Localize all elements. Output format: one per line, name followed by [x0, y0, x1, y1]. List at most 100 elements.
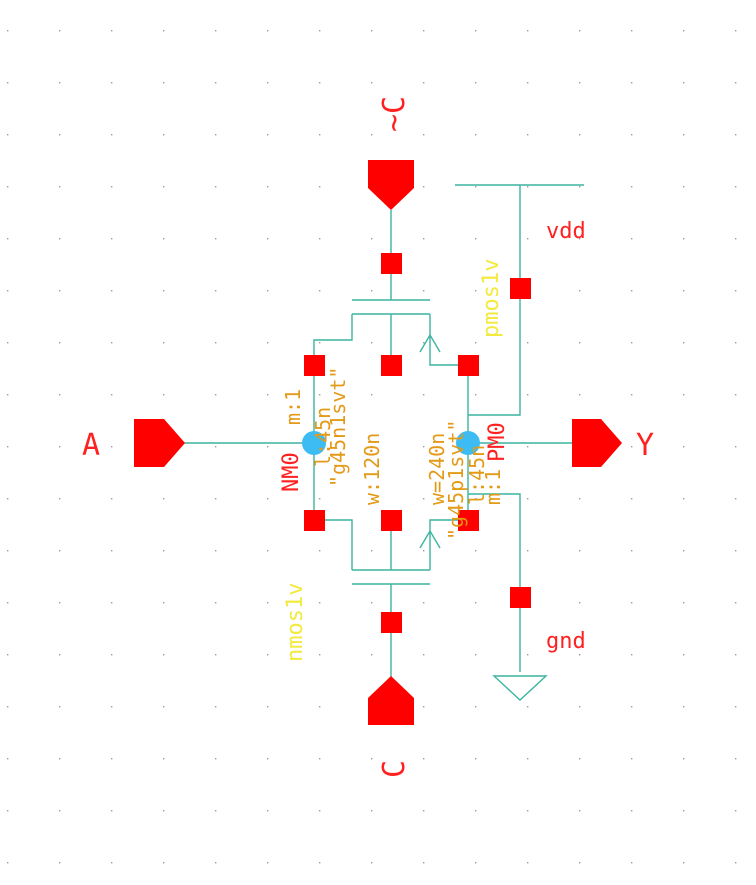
grid-dot: [319, 602, 321, 604]
grid-dot: [267, 30, 269, 32]
grid-dot: [267, 394, 269, 396]
grid-dot: [163, 186, 165, 188]
grid-dot: [683, 654, 685, 656]
grid-dot: [7, 238, 9, 240]
grid-dot: [631, 82, 633, 84]
grid-dot: [371, 446, 373, 448]
grid-dot: [631, 498, 633, 500]
grid-dot: [579, 82, 581, 84]
grid-dot: [7, 186, 9, 188]
nmos-model-label: nmos1v: [283, 583, 308, 662]
grid-dot: [111, 706, 113, 708]
grid-dot: [579, 498, 581, 500]
grid-dot: [735, 654, 737, 656]
grid-dot: [475, 290, 477, 292]
grid-dot: [371, 810, 373, 812]
grid-dot: [475, 602, 477, 604]
grid-dot: [111, 134, 113, 136]
grid-dot: [163, 550, 165, 552]
terminal-pmos-drain[interactable]: [458, 355, 479, 376]
grid-dot: [475, 30, 477, 32]
grid-dot: [163, 30, 165, 32]
grid-dot: [579, 550, 581, 552]
grid-dot: [111, 810, 113, 812]
grid-dot: [631, 602, 633, 604]
grid-dot: [215, 134, 217, 136]
output-pin-y-icon[interactable]: [572, 419, 622, 467]
grid-dot: [527, 446, 529, 448]
grid-dot: [371, 30, 373, 32]
grid-dot: [163, 810, 165, 812]
grid-dot: [735, 862, 737, 864]
grid-dot: [267, 134, 269, 136]
grid-dot: [267, 82, 269, 84]
grid-dot: [7, 394, 9, 396]
grid-dot: [111, 550, 113, 552]
grid-dot: [7, 550, 9, 552]
grid-dot: [579, 810, 581, 812]
grid-dot: [631, 134, 633, 136]
grid-dot: [475, 862, 477, 864]
grid-dot: [111, 290, 113, 292]
grid-dot: [527, 862, 529, 864]
junction-dot-icon: [302, 431, 326, 455]
nmos-mult-label: m:1: [281, 389, 305, 425]
wire-gnd-bulk: [468, 493, 521, 672]
grid-dot: [215, 810, 217, 812]
grid-dot: [267, 602, 269, 604]
grid-dot: [163, 290, 165, 292]
grid-dot: [371, 290, 373, 292]
terminal-nmos-drain[interactable]: [458, 510, 479, 531]
junction-dot-icon: [456, 431, 480, 455]
grid-dot: [683, 602, 685, 604]
terminal-nmos-bulk[interactable]: [381, 510, 402, 531]
pmos-arrow-icon: [419, 333, 441, 353]
grid-dot: [527, 654, 529, 656]
grid-dot: [163, 238, 165, 240]
input-pin-cbar-icon[interactable]: [368, 160, 414, 210]
grid-dot: [163, 706, 165, 708]
input-pin-a-icon[interactable]: [134, 419, 185, 467]
grid-dot: [371, 550, 373, 552]
grid-dot: [527, 498, 529, 500]
grid-dot: [7, 82, 9, 84]
grid-dot: [735, 706, 737, 708]
grid-dot: [267, 758, 269, 760]
grid-dot: [371, 238, 373, 240]
grid-dot: [423, 758, 425, 760]
grid-dot: [319, 758, 321, 760]
pmos-instance-name: PM0: [485, 422, 510, 462]
grid-dot: [527, 550, 529, 552]
terminal-pmos-gate[interactable]: [381, 253, 402, 274]
grid-dot: [163, 82, 165, 84]
grid-dot: [111, 394, 113, 396]
grid-dot: [111, 498, 113, 500]
grid-dot: [475, 706, 477, 708]
nmos-arrow-icon: [419, 529, 441, 549]
grid-dot: [215, 654, 217, 656]
terminal-pmos-source[interactable]: [304, 355, 325, 376]
grid-dot: [59, 342, 61, 344]
grid-dot: [319, 550, 321, 552]
terminal-gnd[interactable]: [510, 587, 531, 608]
grid-dot: [475, 134, 477, 136]
terminal-vdd[interactable]: [510, 278, 531, 299]
grid-dot: [319, 30, 321, 32]
grid-dot: [683, 394, 685, 396]
grid-dot: [631, 654, 633, 656]
grid-dot: [7, 290, 9, 292]
nmos-lib-label: "g45n1svt": [326, 367, 350, 487]
grid-dot: [579, 758, 581, 760]
grid-dot: [267, 186, 269, 188]
grid-dot: [683, 862, 685, 864]
input-pin-c-icon[interactable]: [368, 676, 414, 725]
terminal-pmos-bulk[interactable]: [381, 355, 402, 376]
grid-dot: [215, 290, 217, 292]
grid-dot: [163, 758, 165, 760]
grid-dot: [579, 706, 581, 708]
grid-dot: [163, 394, 165, 396]
grid-dot: [371, 134, 373, 136]
terminal-nmos-gate[interactable]: [381, 612, 402, 633]
terminal-nmos-source[interactable]: [304, 510, 325, 531]
grid-dot: [319, 654, 321, 656]
